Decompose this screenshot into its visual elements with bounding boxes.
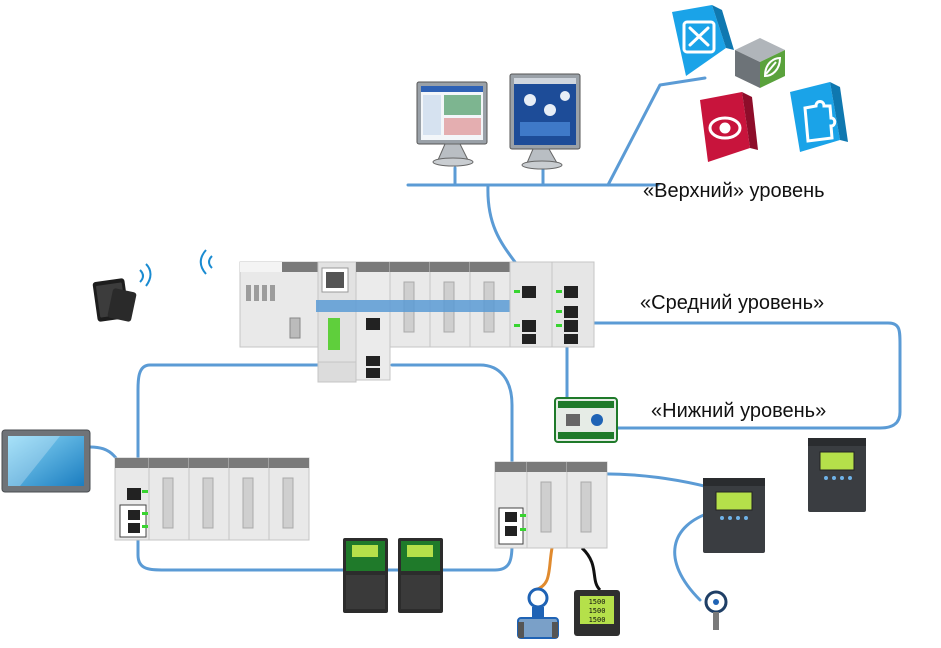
cloud-app-tools (672, 5, 734, 76)
frequency-drive-2 (398, 538, 443, 613)
hmi-touch-panel (1, 429, 91, 493)
puzzle-icon (803, 100, 837, 143)
cloud-app-puzzle (790, 82, 848, 152)
tablet-icon (92, 278, 137, 322)
flowmeter (517, 587, 559, 639)
cloud-app-leaf (735, 38, 785, 88)
meter-readout-1: 1500 (589, 598, 606, 606)
tablet-device (92, 263, 152, 322)
panel-to-transmitter (673, 510, 714, 602)
label-middle-level: «Средний уровень» (640, 292, 825, 314)
pressure-transmitter (704, 590, 728, 630)
cloud-app-eye (700, 92, 758, 162)
frequency-drive-1 (343, 538, 388, 613)
tools-icon (682, 20, 716, 54)
label-lower-level: «Нижний уровень» (651, 400, 827, 422)
compact-io-block (554, 397, 618, 443)
middle-ring-right (590, 321, 902, 430)
remote-rack-right (494, 461, 608, 549)
meter-readout-3: 1500 (589, 616, 606, 624)
power-meter: 1500 1500 1500 (574, 590, 620, 636)
workstation-operator (509, 73, 581, 170)
meter-readout-2: 1500 (589, 607, 606, 615)
signal-cable-orange (534, 547, 554, 592)
leaf-icon (763, 56, 782, 78)
upper-cloud-link (606, 76, 707, 187)
wifi-icon (199, 249, 213, 275)
network-switches (509, 261, 595, 348)
eye-icon (708, 116, 742, 140)
monitor-icon (509, 73, 581, 170)
operator-panel-large (808, 438, 866, 512)
remote-rack-left (114, 457, 310, 541)
workstation-engineering (416, 81, 488, 167)
signal-cable-black (580, 546, 602, 592)
operator-panel-small (703, 478, 765, 553)
label-upper-level: «Верхний» уровень (643, 180, 825, 202)
wifi-icon (139, 263, 152, 287)
monitor-icon (416, 81, 488, 167)
ring-left (136, 363, 514, 572)
main-controller-rack (239, 261, 595, 383)
network-lines (88, 76, 902, 602)
